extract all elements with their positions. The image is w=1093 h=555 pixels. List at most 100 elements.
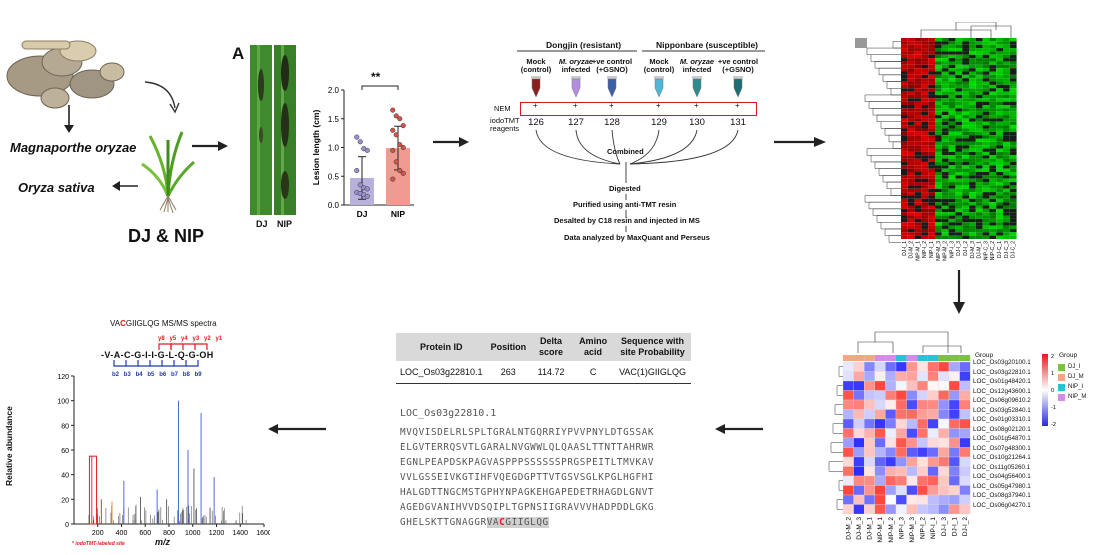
heatmap-cell: [982, 161, 990, 166]
heatmap-cell: [982, 48, 990, 52]
heatmap-cell: [996, 202, 1003, 206]
heatmap-cell: [935, 105, 942, 109]
heatmap-cell: [885, 380, 897, 391]
peptide-highlight: VACGIIGLQG: [486, 517, 549, 528]
heatmap-cell: [914, 158, 922, 162]
heatmap-cell: [969, 161, 976, 166]
heatmap-cell: [959, 494, 971, 505]
heatmap-cell: [901, 141, 908, 146]
heatmap-cell: [901, 108, 908, 112]
heatmap-cell: [864, 485, 875, 496]
heatmap-cell: [962, 125, 969, 129]
heatmap-cell: [948, 111, 956, 116]
heatmap-cell: [989, 131, 997, 136]
peptide-fragmentation: -V-A-C-G-I-I-G-L-Q-G-OH: [101, 350, 214, 360]
heatmap-cell: [975, 58, 983, 62]
heatmap-cell: [948, 466, 960, 477]
heatmap-cell: [969, 111, 976, 116]
group-bar: [885, 355, 896, 361]
heatmap-cell: [962, 121, 969, 126]
heatmap-cell: [948, 48, 956, 52]
heatmap-cell: [921, 74, 929, 79]
heatmap-cell: [969, 64, 976, 69]
heatmap-cell: [864, 447, 875, 458]
heatmap-cell: [935, 232, 942, 236]
heatmap-cell: [921, 115, 929, 119]
heatmap-cell: [901, 138, 908, 142]
heatmap-cell: [962, 182, 969, 186]
heatmap-cell: [928, 41, 935, 45]
heatmap-cell: [996, 145, 1003, 149]
heatmap-cell: [917, 437, 928, 448]
leaf-label-nip: NIP: [277, 219, 293, 229]
heatmap-cell: [901, 51, 908, 55]
heatmap-cell: [982, 94, 990, 99]
heatmap-cell: [948, 222, 956, 226]
heatmap-cell: [921, 185, 929, 189]
heatmap-cell: [955, 81, 963, 85]
scale-tick-label: 2: [1051, 354, 1054, 360]
heatmap-cell: [864, 428, 875, 439]
heatmap-cell: [1003, 148, 1010, 152]
heatmap-cell: [928, 101, 935, 105]
heatmap-cell: [901, 48, 908, 52]
heatmap-cell: [935, 195, 942, 199]
heatmap-cell: [935, 38, 942, 42]
heatmap-cell: [907, 222, 915, 226]
heatmap-cell: [921, 118, 929, 122]
heatmap-cell: [975, 81, 983, 85]
heatmap-cell: [975, 94, 983, 99]
heatmap-cell: [969, 84, 976, 89]
heatmap-cell: [948, 192, 956, 196]
heatmap-cell: [989, 101, 997, 105]
x-tick-label: 400: [116, 530, 128, 537]
heatmap-cell: [921, 84, 929, 89]
heatmap-cell: [921, 232, 929, 236]
tmt-tag: 129: [651, 117, 667, 128]
heatmap-cell: [927, 390, 939, 401]
heatmap-cell: [1009, 58, 1017, 62]
nem-plus-sign: +: [573, 101, 578, 110]
data-point: [400, 170, 406, 176]
heatmap-cell: [955, 84, 963, 89]
heatmap-cell: [864, 437, 875, 448]
heatmap-cell: [921, 81, 929, 85]
heatmap-cell: [941, 205, 949, 209]
heatmap-cell: [864, 475, 875, 486]
heatmap-cell: [921, 188, 929, 193]
heatmap-cell: [914, 111, 922, 116]
heatmap-cell: [928, 202, 935, 206]
heatmap-cell: [1009, 68, 1017, 72]
heatmap-cell: [982, 222, 990, 226]
heatmap-cell: [982, 81, 990, 85]
heatmap-cell: [1003, 78, 1010, 82]
heatmap-cell: [948, 205, 956, 209]
data-point: [354, 167, 360, 174]
heatmap-cell: [975, 158, 983, 162]
heatmap-cell: [1009, 51, 1017, 55]
heatmap-cell: [1009, 81, 1017, 85]
heatmap-cell: [969, 175, 976, 179]
heatmap-cell: [935, 151, 942, 156]
heatmap-cell: [955, 58, 963, 62]
b-ion-label: b8: [182, 372, 190, 378]
heatmap-cell: [975, 161, 983, 166]
heatmap-cell: [901, 218, 908, 223]
step-purified: Purified using anti-TMT resin: [573, 200, 677, 209]
heatmap-cell: [982, 218, 990, 223]
protein-table: Protein ID Position Delta score Amino ac…: [396, 333, 691, 384]
heatmap-cell: [1009, 145, 1017, 149]
heatmap-cell: [941, 232, 949, 236]
heatmap-cell: [901, 111, 908, 116]
heatmap-cell: [927, 399, 939, 410]
heatmap-cell: [962, 235, 969, 239]
heatmap-cell: [928, 225, 935, 229]
heatmap-cell: [982, 74, 990, 79]
heatmap-cell: [907, 91, 915, 95]
heatmap-cell: [996, 225, 1003, 229]
heatmap-cell: [969, 168, 976, 172]
heatmap-cell: [921, 158, 929, 162]
heatmap-cell: [955, 158, 963, 162]
